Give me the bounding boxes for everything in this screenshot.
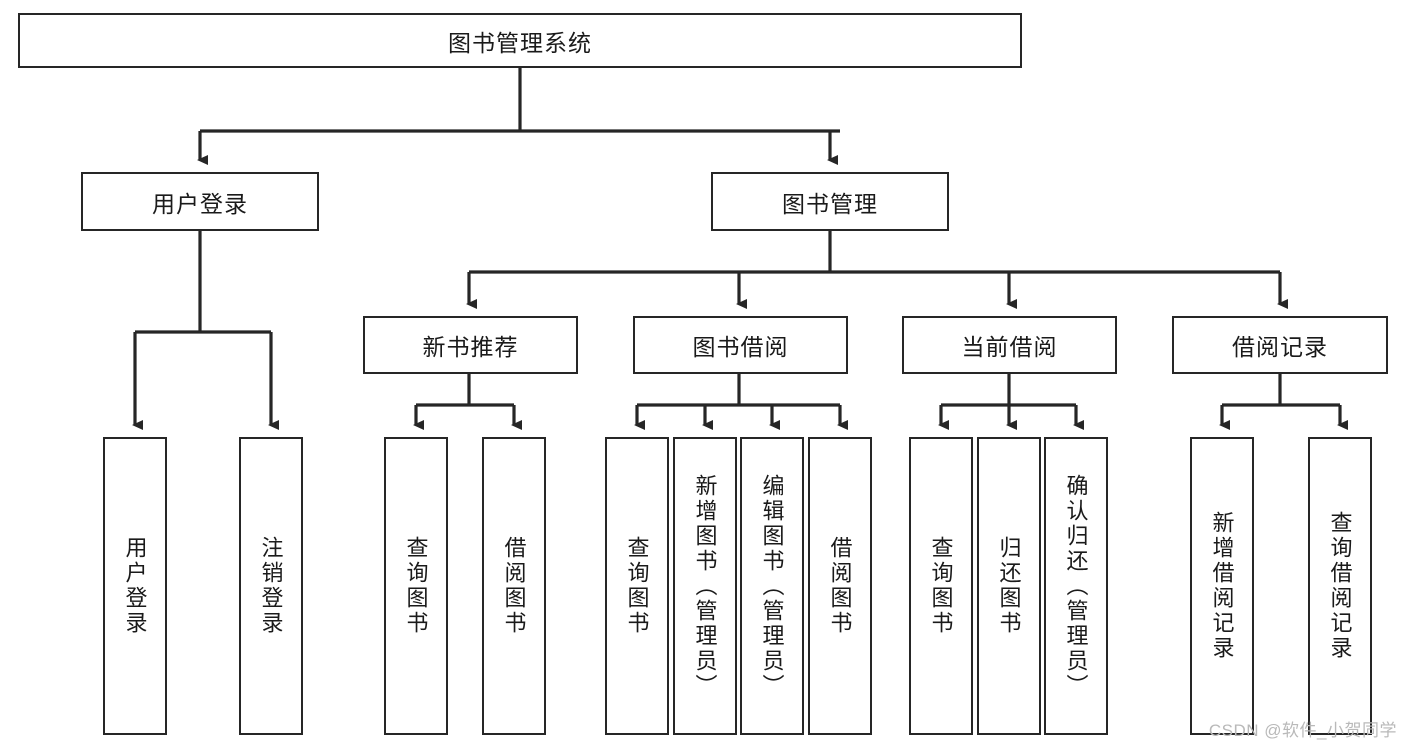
node-book-borrow-label: 图书借阅	[692, 334, 789, 360]
node-book-borrow[interactable]: 图书借阅	[633, 316, 848, 374]
node-current-borrow-label: 当前借阅	[961, 334, 1058, 360]
leaf-query-book-3[interactable]: 查询图书	[909, 437, 973, 735]
leaf-borrow-book-1[interactable]: 借阅图书	[482, 437, 546, 735]
node-user-login[interactable]: 用户登录	[81, 172, 319, 231]
node-borrow-record[interactable]: 借阅记录	[1172, 316, 1388, 374]
node-new-book-rec-label: 新书推荐	[422, 334, 519, 360]
leaf-query-record[interactable]: 查询借阅记录	[1308, 437, 1372, 735]
node-book-mgmt[interactable]: 图书管理	[711, 172, 949, 231]
leaf-user-logout-label: 注销登录	[258, 536, 284, 636]
leaf-query-book-3-label: 查询图书	[928, 536, 954, 636]
leaf-add-record-label: 新增借阅记录	[1209, 511, 1235, 661]
node-borrow-record-label: 借阅记录	[1232, 334, 1328, 360]
leaf-borrow-book-1-label: 借阅图书	[501, 536, 527, 636]
leaf-edit-book[interactable]: 编辑图书（管理员）	[740, 437, 804, 735]
node-user-login-label: 用户登录	[152, 190, 248, 217]
leaf-add-book-label: 新增图书（管理员）	[692, 473, 718, 699]
leaf-user-logout[interactable]: 注销登录	[239, 437, 303, 735]
node-current-borrow[interactable]: 当前借阅	[902, 316, 1117, 374]
leaf-confirm-return[interactable]: 确认归还（管理员）	[1044, 437, 1108, 735]
leaf-confirm-return-label: 确认归还（管理员）	[1063, 473, 1089, 699]
leaf-user-login[interactable]: 用户登录	[103, 437, 167, 735]
leaf-query-book-1[interactable]: 查询图书	[384, 437, 448, 735]
leaf-add-book[interactable]: 新增图书（管理员）	[673, 437, 737, 735]
leaf-query-record-label: 查询借阅记录	[1327, 511, 1353, 661]
node-root-label: 图书管理系统	[448, 29, 592, 56]
watermark-text: CSDN @软件_小贺同学	[1208, 721, 1397, 740]
leaf-user-login-label: 用户登录	[122, 536, 148, 636]
leaf-return-book-label: 归还图书	[996, 536, 1022, 636]
node-book-mgmt-label: 图书管理	[782, 190, 878, 217]
node-new-book-rec[interactable]: 新书推荐	[363, 316, 578, 374]
leaf-borrow-book-2[interactable]: 借阅图书	[808, 437, 872, 735]
leaf-query-book-2[interactable]: 查询图书	[605, 437, 669, 735]
leaf-edit-book-label: 编辑图书（管理员）	[759, 473, 785, 699]
leaf-return-book[interactable]: 归还图书	[977, 437, 1041, 735]
leaf-query-book-2-label: 查询图书	[624, 536, 650, 636]
leaf-query-book-1-label: 查询图书	[403, 536, 429, 636]
leaf-add-record[interactable]: 新增借阅记录	[1190, 437, 1254, 735]
leaf-borrow-book-2-label: 借阅图书	[827, 536, 853, 636]
node-root[interactable]: 图书管理系统	[18, 13, 1022, 68]
